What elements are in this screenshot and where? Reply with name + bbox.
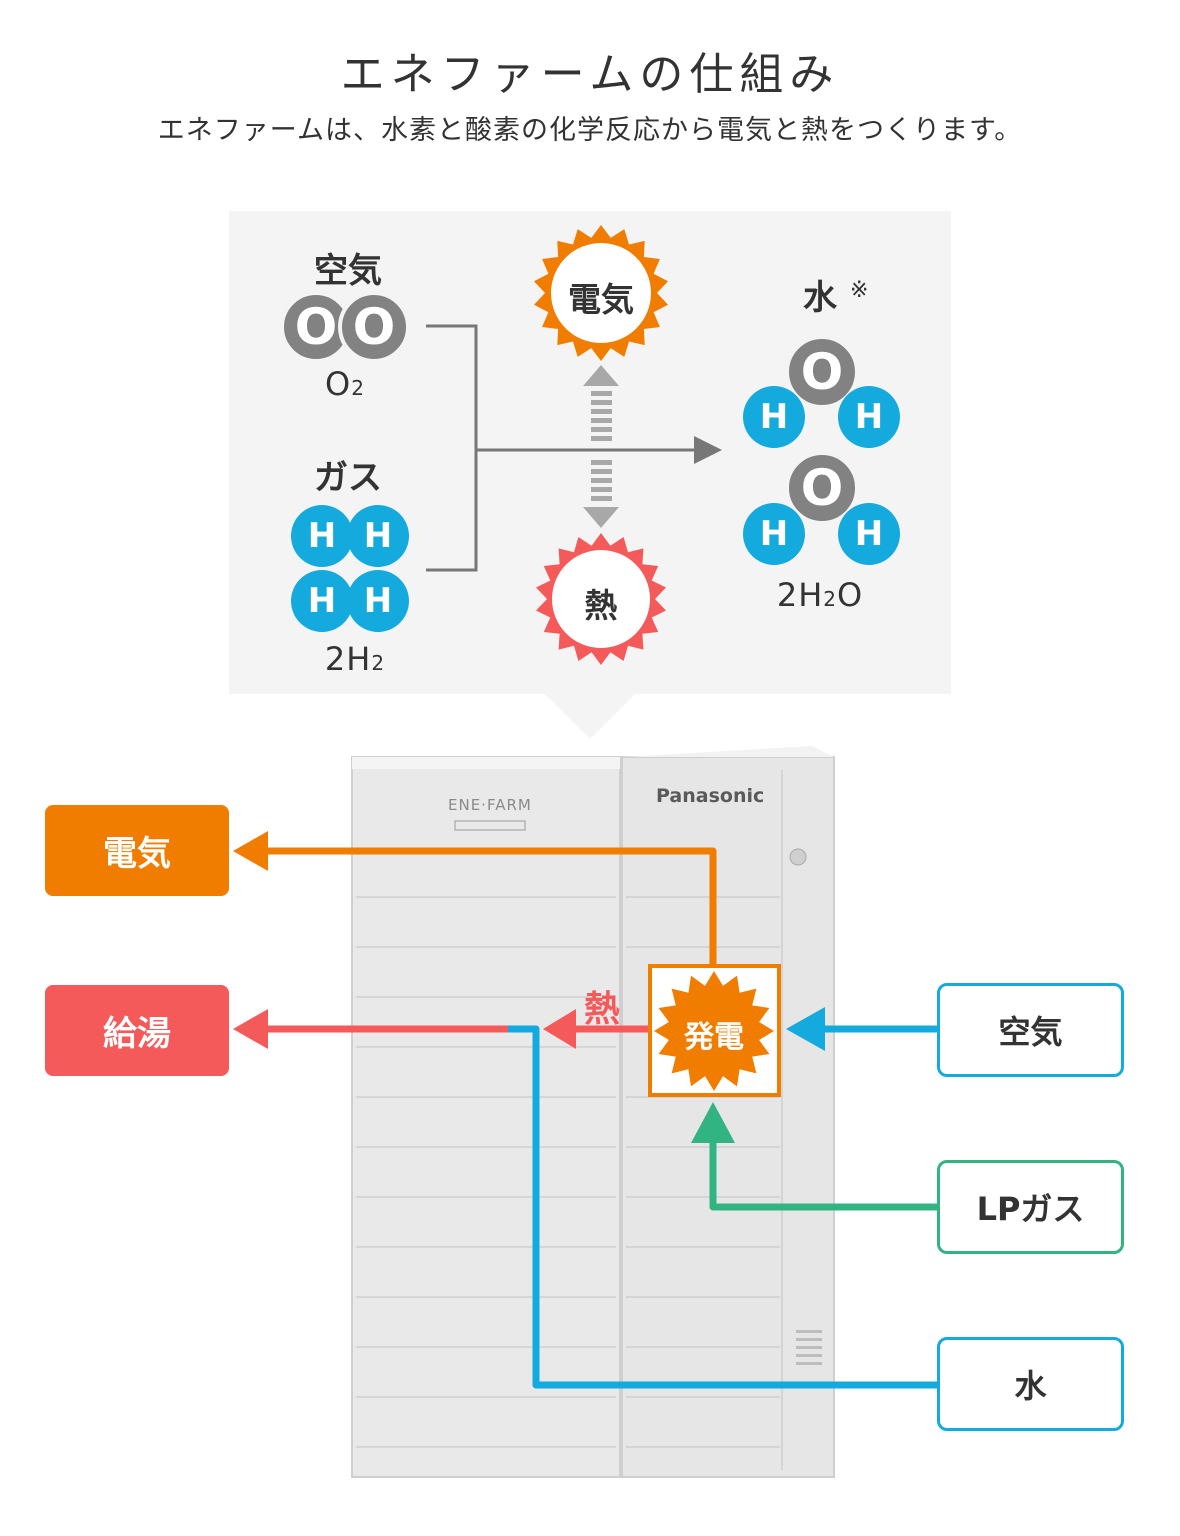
heat-arrow-head: [583, 507, 619, 528]
hydrogen-atom: H: [838, 386, 900, 448]
gas-flow-line: [709, 1140, 938, 1211]
oxygen-atom: O: [338, 291, 410, 363]
brand-logo: Panasonic: [656, 785, 765, 807]
generator-label: 発電: [684, 1020, 744, 1055]
water-heater-cabinet: [621, 746, 835, 1478]
generator-burst-icon: [654, 971, 774, 1091]
output-electricity: 電気: [45, 805, 229, 896]
h2-formula: 2H2: [324, 640, 386, 678]
electricity-arrow-head: [233, 831, 268, 871]
o2-bracket-line: [426, 324, 478, 572]
input-water: 水: [937, 1337, 1124, 1431]
electricity-arrow-head: [583, 365, 619, 386]
hydrogen-atom: H: [838, 503, 900, 565]
input-lp-gas: LPガス: [937, 1160, 1124, 1254]
water-flow-line: [500, 1025, 938, 1389]
air-label: 空気: [314, 251, 382, 291]
hydrogen-atom: H: [743, 503, 805, 565]
electricity-flow-line: [262, 847, 717, 966]
gas-arrow-head: [691, 1102, 735, 1143]
h2o-formula: 2H2O: [776, 576, 864, 614]
electricity-arrow-dashes: [591, 391, 612, 441]
o2-formula: O2: [325, 365, 365, 403]
page-subtitle: エネファームは、水素と酸素の化学反応から電気と熱をつくります。: [157, 115, 1023, 146]
panel-pointer: [545, 694, 635, 739]
product-logo: ENE·FARM: [448, 796, 532, 814]
hydrogen-atom: H: [347, 570, 409, 632]
water-note: ※: [850, 278, 869, 303]
page-title: エネファームの仕組み: [340, 49, 840, 100]
hydrogen-atom: H: [291, 505, 353, 567]
electricity-sun-icon: [534, 225, 668, 361]
hot-water-arrow-head: [233, 1009, 268, 1049]
electricity-label: 電気: [568, 280, 634, 319]
heat-flow-label: 熱: [584, 989, 621, 1030]
heat-arrow-dashes: [591, 460, 612, 501]
hydrogen-atom: H: [743, 386, 805, 448]
heat-flow-arrow-head: [543, 1009, 576, 1049]
water-label: 水: [803, 278, 837, 318]
reaction-arrow-head: [694, 436, 722, 464]
air-arrow-head: [786, 1007, 825, 1051]
heat-label: 熱: [584, 586, 618, 625]
input-air: 空気: [937, 983, 1124, 1077]
gas-label: ガス: [314, 458, 382, 498]
hydrogen-atom: H: [291, 570, 353, 632]
output-hot-water: 給湯: [45, 985, 229, 1076]
hydrogen-atom: H: [347, 505, 409, 567]
fuel-cell-cabinet: [351, 756, 621, 1478]
heat-sun-icon: [536, 533, 666, 665]
